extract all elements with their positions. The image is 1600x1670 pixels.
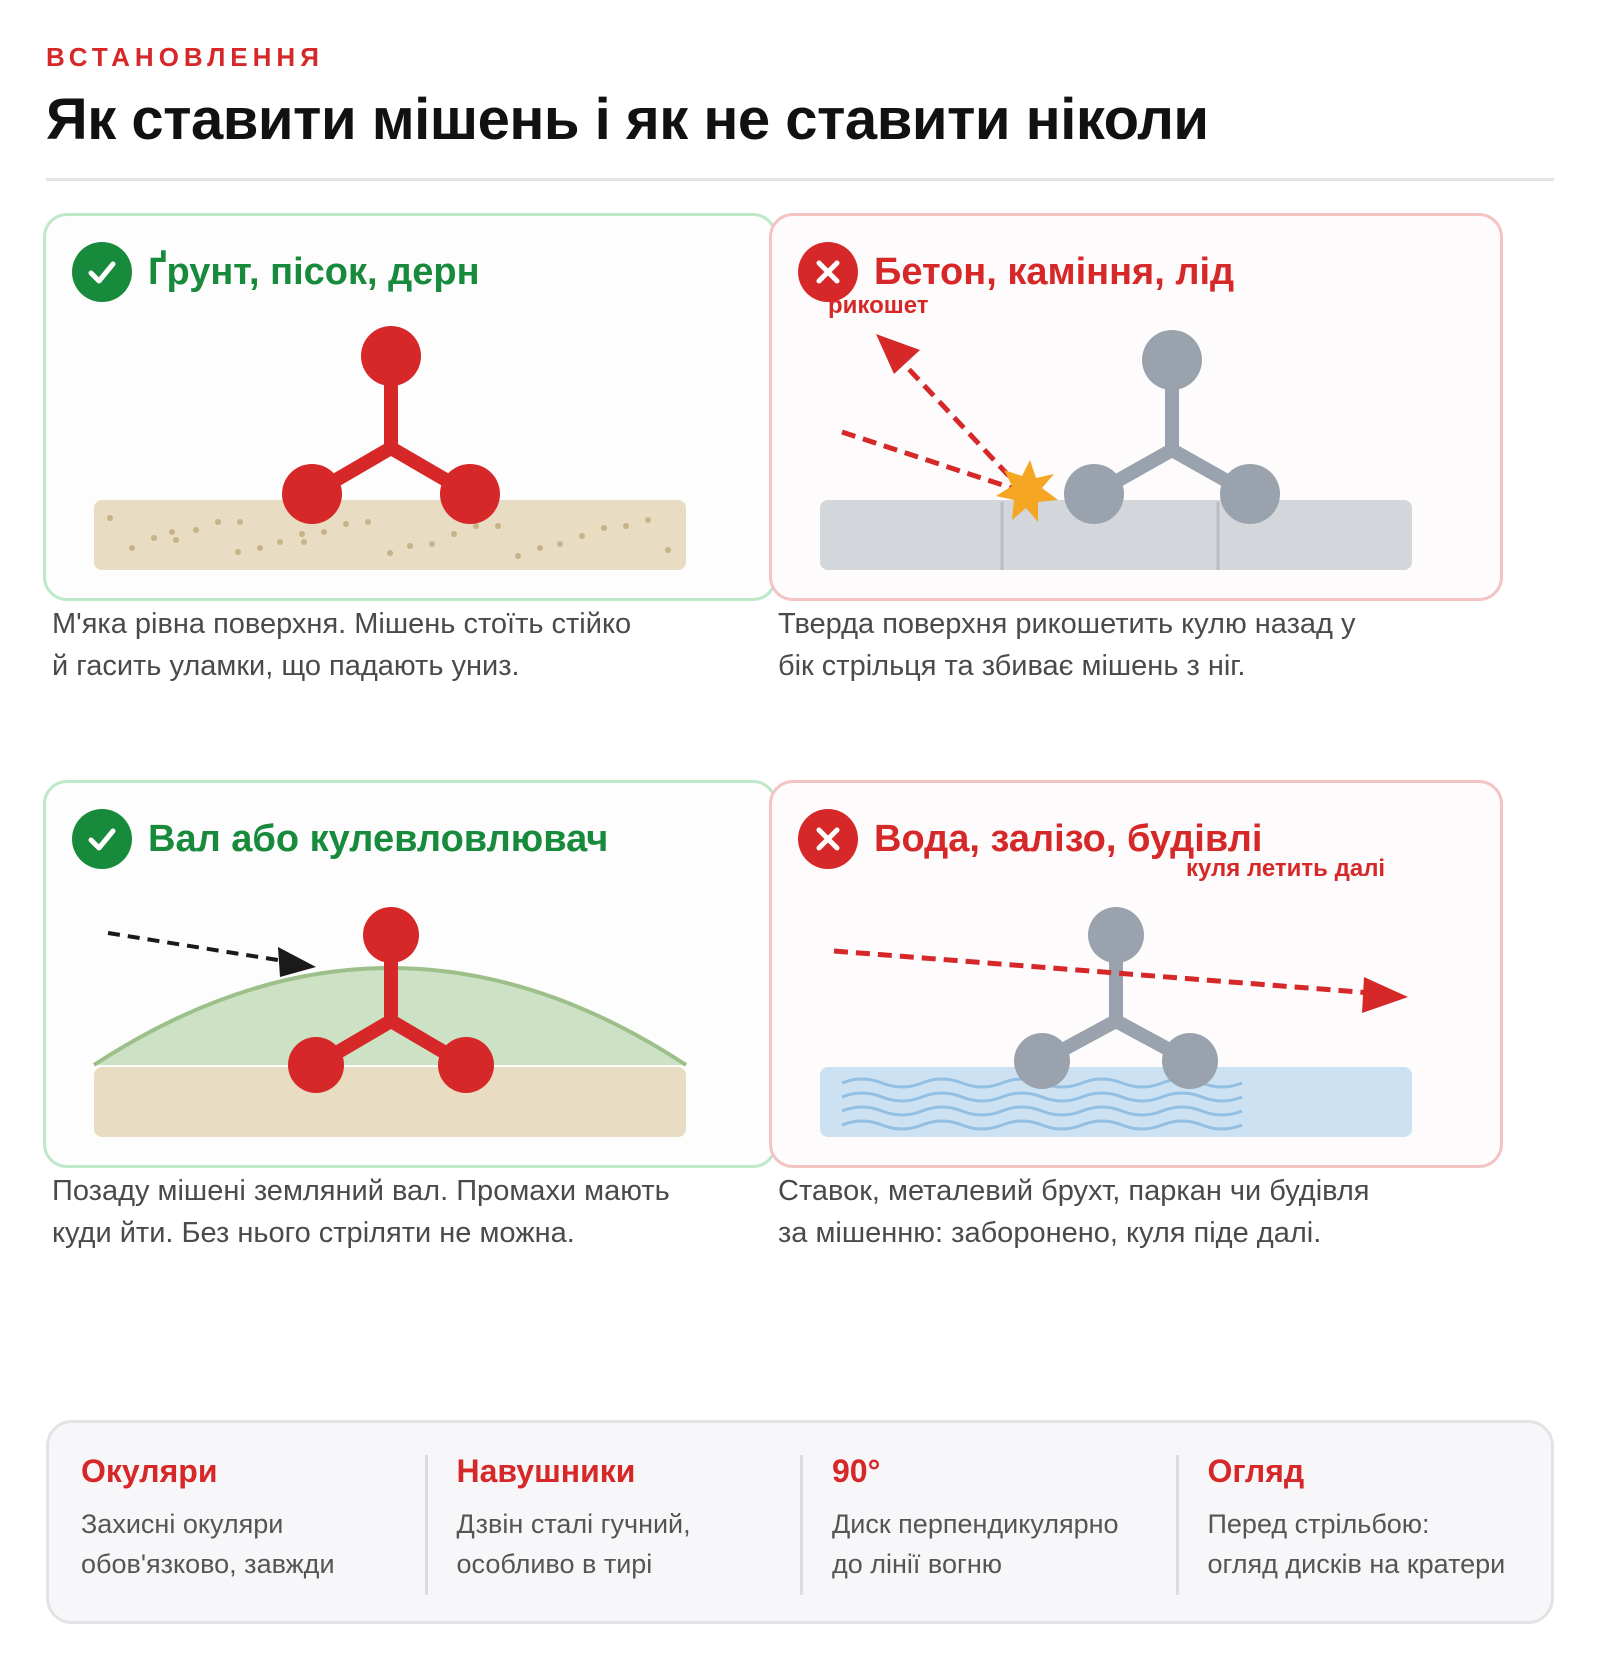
soil-scene-illustration bbox=[94, 326, 686, 570]
description-line: куди йти. Без нього стріляти не можна. bbox=[52, 1217, 575, 1249]
tip-line: Захисні окуляри bbox=[81, 1509, 284, 1539]
tip-glasses: Окуляри Захисні окуляри обов'язково, зав… bbox=[49, 1423, 425, 1621]
cross-icon bbox=[798, 809, 858, 869]
tip-title: Огляд bbox=[1207, 1453, 1305, 1489]
bullet-path bbox=[833, 948, 1373, 996]
card-soil-good: Ґрунт, пісок, дерн bbox=[43, 213, 777, 601]
tip-line: Диск перпендикулярно bbox=[832, 1509, 1119, 1539]
card-berm-good: Вал або кулевловлювач bbox=[43, 780, 777, 1168]
sand-ground bbox=[94, 500, 686, 570]
card-water-description: Ставок, металевий брухт, паркан чи будів… bbox=[778, 1170, 1498, 1254]
card-berm-description: Позаду мішені земляний вал. Промахи мают… bbox=[52, 1170, 772, 1254]
target-gray bbox=[1064, 330, 1280, 524]
ricochet-arrowhead bbox=[876, 334, 920, 374]
tip-line: Дзвін сталі гучний, bbox=[456, 1509, 691, 1539]
card-heading: Вода, залізо, будівлі bbox=[798, 809, 1262, 869]
card-heading-text: Вал або кулевловлювач bbox=[148, 817, 609, 860]
description-line: за мішенню: заборонено, куля піде далі. bbox=[778, 1217, 1322, 1249]
page-title: Як ставити мішень і як не ставити ніколи bbox=[46, 87, 1209, 152]
safety-tips-panel: Окуляри Захисні окуляри обов'язково, зав… bbox=[46, 1420, 1554, 1624]
description-line: Тверда поверхня рикошетить кулю назад у bbox=[778, 608, 1356, 640]
description-line: й гасить уламки, що падають униз. bbox=[52, 650, 520, 682]
card-heading-text: Вода, залізо, будівлі bbox=[874, 817, 1263, 860]
description-line: Позаду мішені земляний вал. Промахи мают… bbox=[52, 1175, 670, 1207]
target-red bbox=[288, 907, 494, 1093]
section-kicker: ВСТАНОВЛЕННЯ bbox=[46, 42, 324, 72]
sand-ground bbox=[94, 1067, 686, 1137]
tip-earmuffs: Навушники Дзвін сталі гучний, особливо в… bbox=[424, 1423, 801, 1621]
tip-angle: 90° Диск перпендикулярно до лінії вогню bbox=[800, 1423, 1176, 1621]
tip-inspection: Огляд Перед стрільбою: огляд дисків на к… bbox=[1175, 1423, 1552, 1621]
tip-line: обов'язково, завжди bbox=[81, 1549, 335, 1579]
target-red bbox=[282, 326, 500, 524]
card-water-bad: Вода, залізо, будівлі куля летить далі bbox=[769, 780, 1503, 1168]
tip-text: Диск перпендикулярно до лінії вогню bbox=[832, 1504, 1172, 1584]
tip-text: Перед стрільбою: огляд дисків на кратери bbox=[1208, 1504, 1548, 1584]
description-line: М'яка рівна поверхня. Мішень стоїть стій… bbox=[52, 608, 632, 640]
tip-title: Навушники bbox=[456, 1453, 636, 1489]
card-heading: Вал або кулевловлювач bbox=[72, 809, 608, 869]
tip-line: до лінії вогню bbox=[832, 1549, 1003, 1579]
card-concrete-description: Тверда поверхня рикошетить кулю назад у … bbox=[778, 603, 1498, 687]
check-icon bbox=[72, 242, 132, 302]
tip-title: 90° bbox=[832, 1453, 881, 1489]
bullet-arrowhead bbox=[1362, 977, 1408, 1013]
incoming-bullet-path bbox=[841, 429, 1025, 495]
tip-line: огляд дисків на кратери bbox=[1207, 1549, 1506, 1579]
water-scene-illustration bbox=[820, 907, 1412, 1137]
bullet-arrowhead bbox=[278, 947, 316, 977]
tip-line: Перед стрільбою: bbox=[1207, 1509, 1430, 1539]
tip-text: Дзвін сталі гучний, особливо в тирі bbox=[457, 1504, 797, 1584]
card-soil-description: М'яка рівна поверхня. Мішень стоїть стій… bbox=[52, 603, 772, 687]
impact-burst-icon bbox=[996, 460, 1058, 522]
tip-title: Окуляри bbox=[81, 1453, 218, 1489]
ricochet-path bbox=[902, 362, 1026, 494]
tip-text: Захисні окуляри обов'язково, завжди bbox=[81, 1504, 421, 1584]
card-concrete-bad: Бетон, каміння, лід рикошет bbox=[769, 213, 1503, 601]
cross-icon bbox=[798, 242, 858, 302]
ricochet-scene-illustration bbox=[820, 330, 1412, 570]
berm-scene-illustration bbox=[92, 907, 688, 1137]
card-heading-text: Ґрунт, пісок, дерн bbox=[148, 250, 480, 293]
bullet-continues-label: куля летить далі bbox=[1186, 855, 1386, 882]
check-icon bbox=[72, 809, 132, 869]
description-line: Ставок, металевий брухт, паркан чи будів… bbox=[778, 1175, 1370, 1207]
card-heading: Ґрунт, пісок, дерн bbox=[72, 242, 480, 302]
card-heading-text: Бетон, каміння, лід bbox=[874, 250, 1235, 293]
bullet-path bbox=[107, 931, 285, 963]
ricochet-label: рикошет bbox=[828, 292, 929, 319]
card-heading: Бетон, каміння, лід bbox=[798, 242, 1234, 302]
target-gray bbox=[1014, 907, 1218, 1089]
header-divider bbox=[46, 178, 1554, 181]
description-line: бік стрільця та збиває мішень з ніг. bbox=[778, 650, 1246, 682]
tip-line: особливо в тирі bbox=[456, 1549, 653, 1579]
